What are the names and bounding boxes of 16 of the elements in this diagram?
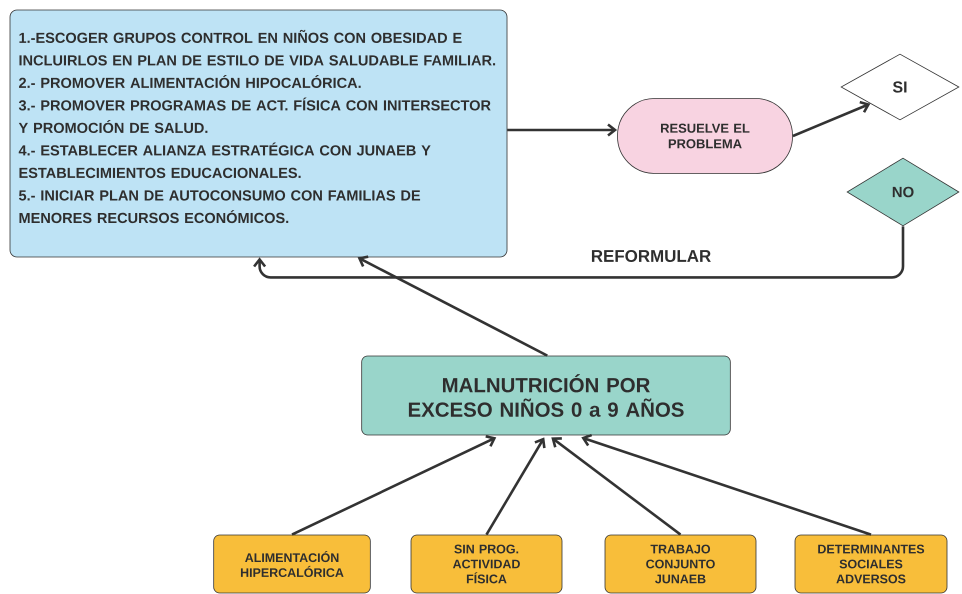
- process-box: ALIMENTACIÓN HIPERCALÓRICA: [213, 534, 371, 594]
- arrow: [792, 100, 870, 138]
- process-box: TRABAJO CONJUNTO JUNAEB: [604, 534, 756, 594]
- arrow: [551, 437, 682, 536]
- process-box: DETERMINANTES SOCIALES ADVERSOS: [794, 534, 948, 594]
- arrow: [581, 434, 872, 536]
- action-list-box: 1.-ESCOGER GRUPOS CONTROL EN NIÑOS CON OBESIDAD E INCLUIRLOS EN PLAN DE ESTILO DE VIDA SALUDABLE FAMILIAR. 2.- PROMOVER ALIMENTACIÓN HIPOCALÓRICA. 3.- PROMOVER PROGRAMAS DE ACT. FÍSICA CON INITERSECTOR Y PROMOCIÓN DE SALUD. 4.- ESTABLECER ALIANZA ESTRATÉGICA CON JUNAEB Y ESTABLECIMIENTOS EDUCACIONALES. 5.- INICIAR PLAN DE AUTOCONSUMO CON FAMILIAS DE MENORES RECURSOS ECONÓMICOS.: [10, 10, 508, 258]
- edge-label: REFORMULAR: [588, 248, 714, 264]
- arrow: [485, 437, 546, 536]
- arrow: [291, 435, 496, 536]
- arrow: [253, 226, 904, 279]
- process-box: MALNUTRICIÓN POR EXCESO NIÑOS 0 a 9 AÑOS: [361, 356, 731, 436]
- arrow: [507, 123, 618, 137]
- arrow: [358, 255, 548, 357]
- process-box: SIN PROG. ACTIVIDAD FÍSICA: [410, 534, 562, 594]
- process-pill: RESUELVE EL PROBLEMA: [617, 98, 793, 174]
